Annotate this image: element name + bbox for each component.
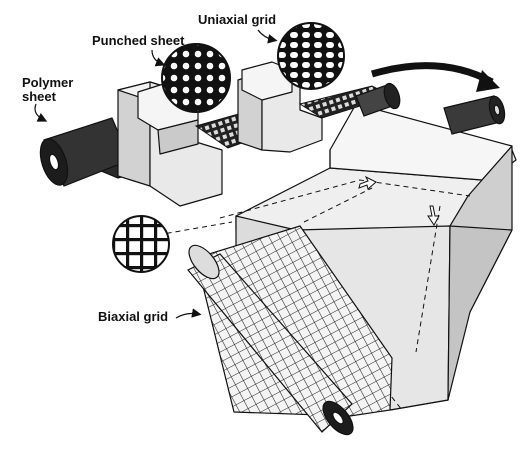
uni-head <box>241 61 293 101</box>
callout-arrow-icon <box>34 103 48 122</box>
uniaxial-grid-magnifier <box>277 22 345 90</box>
punch-head-side <box>157 119 199 155</box>
punched-sheet-label: Punched sheet <box>92 33 185 48</box>
biaxial-grid-output <box>187 225 393 436</box>
uniaxial-roll <box>355 82 401 117</box>
uniaxial-grid-label: Uniaxial grid <box>198 12 277 27</box>
polymer-label-line1: Polymer <box>22 75 74 90</box>
polymer-roll-core <box>48 153 60 171</box>
polymer-sheet-label: Polymer sheet <box>22 76 73 104</box>
stretch-direction-arrows <box>358 175 440 226</box>
biaxial-grid-label: Biaxial grid <box>98 309 169 324</box>
callout-arrow-icon <box>151 49 166 67</box>
biaxial-stretcher-machine <box>235 103 517 411</box>
intermediate-roll <box>443 95 506 135</box>
stretcher-lower-right <box>447 225 513 401</box>
flow-arrow-icon <box>371 62 500 92</box>
uniaxial-machine <box>237 61 323 153</box>
polymer-label-line2: sheet <box>22 89 56 104</box>
stretch-arrow-icon <box>358 175 377 190</box>
callout-arrows <box>34 29 278 319</box>
biaxial-roll-top-end <box>188 244 220 280</box>
biaxial-grid-magnifier <box>112 215 170 273</box>
callout-arrow-icon <box>257 29 278 44</box>
callout-arrow-icon <box>175 308 202 319</box>
punching-machine <box>117 79 223 207</box>
punched-sheet-magnifier <box>161 43 231 113</box>
stretch-arrow-icon <box>427 205 440 226</box>
biaxial-grid-sheet <box>195 225 393 417</box>
